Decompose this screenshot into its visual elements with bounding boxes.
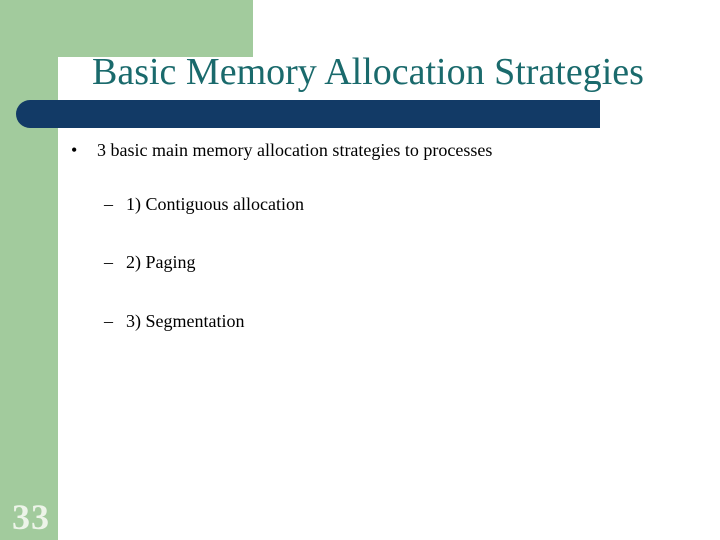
main-bullet-item: • 3 basic main memory allocation strateg… xyxy=(71,139,492,161)
bullet-dot-marker: • xyxy=(71,140,78,160)
sub-bullet-item-3: – 3) Segmentation xyxy=(104,310,244,332)
page-number: 33 xyxy=(12,497,50,537)
sub-bullet-text-1: 1) Contiguous allocation xyxy=(126,194,304,214)
content-panel xyxy=(58,57,720,540)
sub-bullet-item-2: – 2) Paging xyxy=(104,251,196,273)
dash-marker: – xyxy=(104,252,113,272)
dash-marker: – xyxy=(104,194,113,214)
slide-title: Basic Memory Allocation Strategies xyxy=(92,51,644,93)
left-color-band xyxy=(0,0,58,540)
sub-bullet-text-2: 2) Paging xyxy=(126,252,196,272)
sub-bullet-text-3: 3) Segmentation xyxy=(126,311,245,331)
title-underline-bar xyxy=(16,100,600,128)
main-bullet-text: 3 basic main memory allocation strategie… xyxy=(97,140,493,160)
sub-bullet-item-1: – 1) Contiguous allocation xyxy=(104,193,304,215)
dash-marker: – xyxy=(104,311,113,331)
top-color-block xyxy=(0,0,253,57)
